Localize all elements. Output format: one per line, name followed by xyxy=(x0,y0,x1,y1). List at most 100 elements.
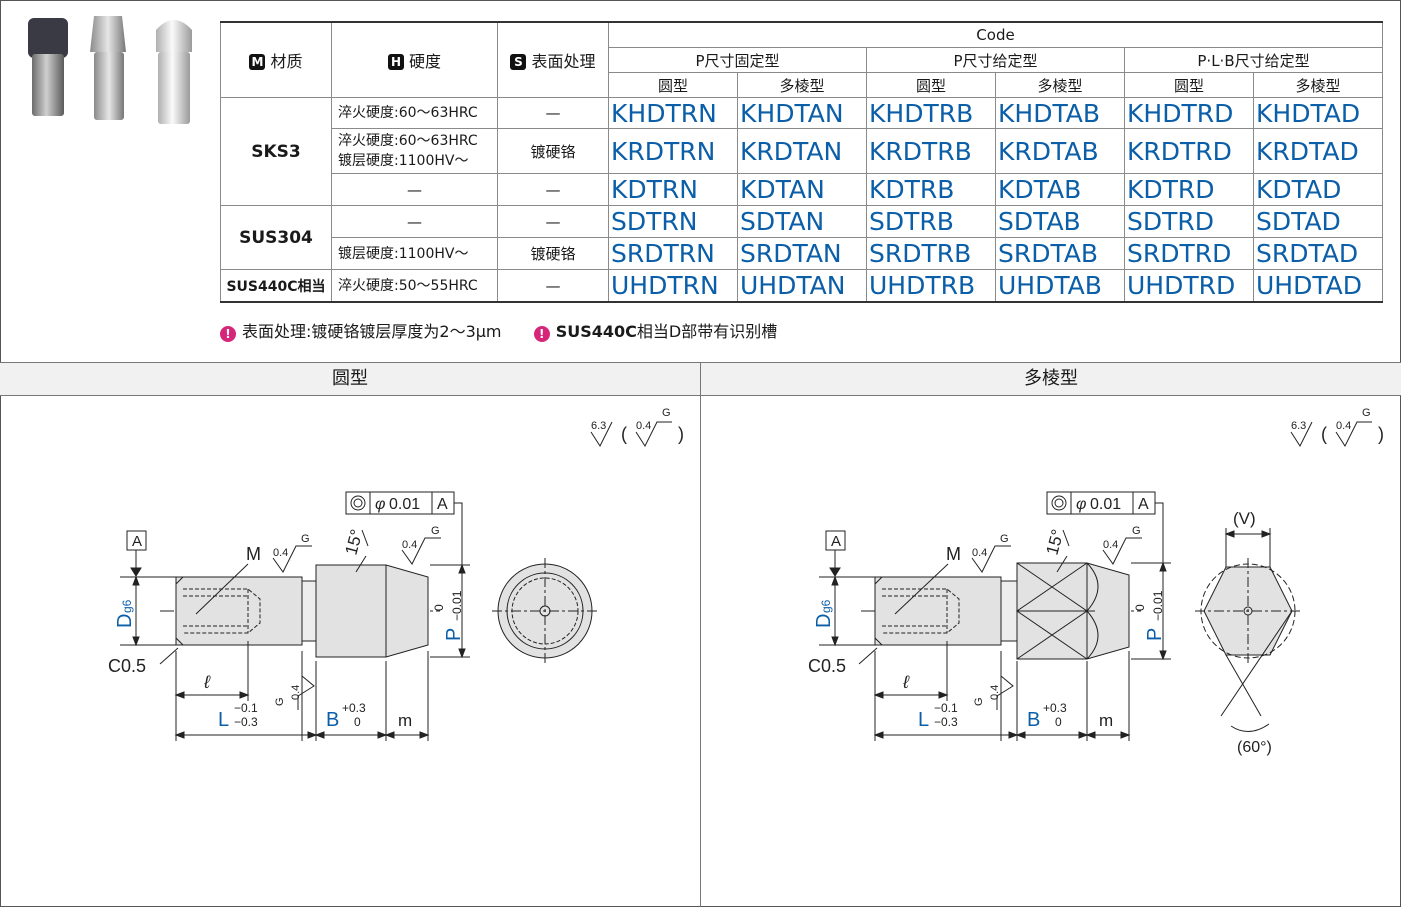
svg-text:M: M xyxy=(246,544,261,564)
svg-text:6.3: 6.3 xyxy=(1291,420,1306,432)
pin-groove xyxy=(301,580,317,642)
svg-text:0: 0 xyxy=(432,604,446,611)
svg-text:G: G xyxy=(274,697,286,706)
code-cell[interactable]: KHDTRB xyxy=(866,97,996,129)
code-cell[interactable]: KHDTRD xyxy=(1124,97,1254,129)
svg-text:φ: φ xyxy=(1076,496,1086,513)
code-cell[interactable]: SDTRN xyxy=(608,205,738,238)
svg-text:+0.3: +0.3 xyxy=(342,701,366,715)
svg-text:−0.3: −0.3 xyxy=(934,715,958,729)
svg-text:0.01: 0.01 xyxy=(1090,496,1121,513)
code-cell[interactable]: SRDTAN xyxy=(737,237,867,270)
svg-text:D: D xyxy=(813,614,835,628)
code-cell[interactable]: UHDTAB xyxy=(995,269,1125,303)
table-row: SKS3 淬火硬度:60～63HRC — KHDTRN KHDTAN KHDTR… xyxy=(220,97,1383,206)
product-photos xyxy=(28,16,192,124)
header-round: 圆型 xyxy=(1124,72,1254,98)
svg-text:(: ( xyxy=(1321,424,1327,444)
table-row: SUS304 — — SDTRN SDTAN SDTRB SDTAB SDTRD… xyxy=(220,205,1383,270)
table-row: — — KDTRN KDTAN KDTRB KDTAB KDTRD KDTAD xyxy=(221,173,1383,206)
code-cell[interactable]: UHDTRD xyxy=(1124,269,1254,303)
svg-text:A: A xyxy=(437,496,448,513)
panel-divider xyxy=(700,362,701,907)
svg-text:g6: g6 xyxy=(819,599,833,613)
roughness-symbol: 6.3 ( 0.4 G ) xyxy=(1290,407,1384,448)
svg-text:0.4: 0.4 xyxy=(1103,539,1118,551)
svg-text:A: A xyxy=(831,533,841,550)
drawing-poly: 6.3 ( 0.4 G ) xyxy=(808,407,1384,756)
surface-cell: — xyxy=(497,173,609,206)
header-poly: 多棱型 xyxy=(737,72,867,98)
code-cell[interactable]: SRDTRN xyxy=(608,237,738,270)
code-cell[interactable]: KRDTRB xyxy=(866,128,996,174)
hardness-cell: — xyxy=(331,205,498,238)
svg-text:−0.01: −0.01 xyxy=(450,590,464,621)
code-cell[interactable]: SRDTAB xyxy=(995,237,1125,270)
code-cell[interactable]: KRDTAB xyxy=(995,128,1125,174)
code-cell[interactable]: KHDTAB xyxy=(995,97,1125,129)
material-sks3: SKS3 xyxy=(220,97,332,206)
svg-text:B: B xyxy=(1027,709,1040,731)
svg-text:G: G xyxy=(662,407,671,419)
code-cell[interactable]: SDTAN xyxy=(737,205,867,238)
svg-text:B: B xyxy=(326,709,339,731)
drawing-round: 6.3 ( 0.4 G ) xyxy=(108,407,684,741)
svg-text:0: 0 xyxy=(1133,604,1147,611)
material-sus440c: SUS440C相当 xyxy=(220,269,332,303)
code-cell[interactable]: KHDTRN xyxy=(608,97,738,129)
concentricity-symbol xyxy=(345,491,371,515)
panel-title-round: 圆型 xyxy=(0,362,700,396)
svg-text:0.4: 0.4 xyxy=(273,547,288,559)
code-cell[interactable]: KDTRD xyxy=(1124,173,1254,206)
surface-cell: — xyxy=(497,97,609,129)
svg-text:L: L xyxy=(918,709,929,731)
code-cell[interactable]: KHDTAD xyxy=(1253,97,1383,129)
code-cell[interactable]: KRDTRN xyxy=(608,128,738,174)
svg-text:): ) xyxy=(1378,424,1384,444)
photo-pin-3-tip xyxy=(156,20,192,52)
code-cell[interactable]: KRDTRD xyxy=(1124,128,1254,174)
hardness-cell: — xyxy=(331,173,498,206)
svg-text:0.4: 0.4 xyxy=(972,547,987,559)
pin-groove xyxy=(1000,580,1018,642)
code-cell[interactable]: KDTRB xyxy=(866,173,996,206)
svg-text:0.4: 0.4 xyxy=(402,539,417,551)
notes: !表面处理:镀硬铬镀层厚度为2～3μm !SUS440C相当D部带有识别槽 xyxy=(220,318,777,342)
svg-text:−0.01: −0.01 xyxy=(1151,590,1165,621)
header-poly: 多棱型 xyxy=(995,72,1125,98)
code-cell[interactable]: SDTRD xyxy=(1124,205,1254,238)
code-cell[interactable]: UHDTAD xyxy=(1253,269,1383,303)
photo-pin-3-body xyxy=(158,52,190,124)
code-cell[interactable]: SRDTAD xyxy=(1253,237,1383,270)
code-cell[interactable]: UHDTAN xyxy=(737,269,867,303)
code-cell[interactable]: SDTAD xyxy=(1253,205,1383,238)
header-round: 圆型 xyxy=(866,72,996,98)
svg-text:0.01: 0.01 xyxy=(389,496,420,513)
svg-text:0: 0 xyxy=(354,715,361,729)
code-cell[interactable]: KRDTAD xyxy=(1253,128,1383,174)
code-cell[interactable]: KRDTAN xyxy=(737,128,867,174)
code-cell[interactable]: KDTAB xyxy=(995,173,1125,206)
svg-text:C0.5: C0.5 xyxy=(108,656,146,676)
warning-icon: ! xyxy=(220,326,236,342)
svg-text:): ) xyxy=(678,424,684,444)
svg-text:m: m xyxy=(398,711,412,730)
code-cell[interactable]: KDTAD xyxy=(1253,173,1383,206)
code-cell[interactable]: UHDTRB xyxy=(866,269,996,303)
svg-text:G: G xyxy=(1000,533,1009,545)
svg-text:G: G xyxy=(1132,525,1141,537)
svg-text:M: M xyxy=(946,544,961,564)
svg-text:A: A xyxy=(1138,496,1149,513)
svg-text:ℓ: ℓ xyxy=(902,672,910,692)
code-cell[interactable]: KHDTAN xyxy=(737,97,867,129)
code-cell[interactable]: UHDTRN xyxy=(608,269,738,303)
code-cell[interactable]: SDTAB xyxy=(995,205,1125,238)
code-cell[interactable]: SRDTRD xyxy=(1124,237,1254,270)
code-cell[interactable]: KDTAN xyxy=(737,173,867,206)
code-cell[interactable]: SDTRB xyxy=(866,205,996,238)
code-cell[interactable]: SRDTRB xyxy=(866,237,996,270)
code-cell[interactable]: KDTRN xyxy=(608,173,738,206)
note-surface: 表面处理:镀硬铬镀层厚度为2～3μm xyxy=(242,322,502,341)
